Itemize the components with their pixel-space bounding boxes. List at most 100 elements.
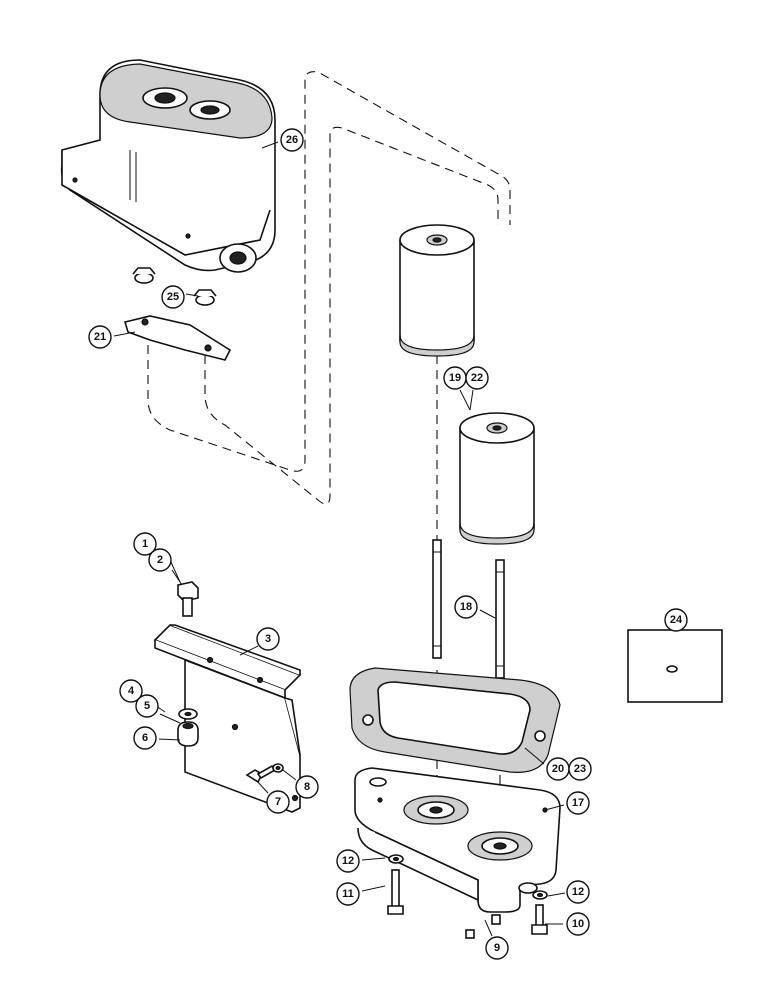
callout-c3: 3 <box>239 627 280 656</box>
callout-circle <box>88 325 112 349</box>
callout-number: 8 <box>304 781 310 793</box>
bracket-screw-icon <box>245 763 284 784</box>
strap-plate-icon <box>123 315 232 361</box>
callout-leader <box>459 389 471 411</box>
callout-c12b: 12 <box>547 880 590 904</box>
filter-base-icon <box>354 767 561 913</box>
callout-c12a: 12 <box>336 849 386 873</box>
callout-leader <box>361 885 386 892</box>
callout-circle <box>148 548 172 572</box>
callout-c10: 10 <box>545 912 590 936</box>
callout-leader <box>361 857 386 861</box>
callout-number: 12 <box>572 886 584 898</box>
callout-number: 23 <box>574 763 586 775</box>
callout-leader <box>544 804 565 811</box>
callout-number: 5 <box>144 700 150 712</box>
callout-leader <box>524 747 545 765</box>
callout-number: 3 <box>265 633 271 645</box>
callout-leader <box>255 779 269 794</box>
callout-number: 7 <box>275 796 281 808</box>
filter-element-lower-icon <box>459 412 535 545</box>
callout-c20: 20 <box>524 747 570 781</box>
callout-circle <box>133 532 157 556</box>
callout-circle <box>133 726 157 750</box>
callout-c9: 9 <box>484 919 509 960</box>
callout-circle <box>566 880 590 904</box>
stud-icon <box>432 539 505 679</box>
callout-leader <box>547 892 566 897</box>
callout-number: 21 <box>94 331 106 343</box>
callout-circle <box>336 849 360 873</box>
callout-number: 20 <box>552 763 564 775</box>
callout-c8: 8 <box>282 769 319 799</box>
kit-box-icon <box>627 629 723 703</box>
callout-leader <box>169 559 181 583</box>
callout-number: 2 <box>157 554 163 566</box>
callout-number: 18 <box>460 601 472 613</box>
callout-circle <box>256 627 280 651</box>
callout-leader <box>159 713 181 724</box>
bracket-bolt-icon <box>177 581 199 747</box>
callout-leader <box>484 919 493 937</box>
callout-c19: 19 <box>443 366 471 411</box>
mounting-bracket-icon <box>153 624 302 813</box>
callout-circle <box>664 608 688 632</box>
callout-leader <box>261 141 279 149</box>
callout-c22: 22 <box>465 366 489 411</box>
callout-number: 4 <box>128 685 135 697</box>
filter-element-icon <box>399 224 475 357</box>
callout-c11: 11 <box>336 882 386 906</box>
callout-leader <box>158 738 181 741</box>
callout-c25: 25 <box>161 285 199 309</box>
callout-number: 24 <box>670 614 683 626</box>
callout-c23: 23 <box>568 757 592 781</box>
callout-leader <box>479 609 496 619</box>
callout-circle <box>161 285 185 309</box>
callout-leader <box>113 331 136 337</box>
gasket-icon <box>349 667 561 773</box>
callout-circle <box>119 679 143 703</box>
callout-circle <box>568 757 592 781</box>
callout-circle <box>295 775 319 799</box>
callout-c7: 7 <box>255 779 290 814</box>
callout-c2: 2 <box>148 548 183 586</box>
filter-head-housing-icon <box>60 59 276 273</box>
callout-c6: 6 <box>133 726 181 750</box>
callout-leader <box>239 645 259 656</box>
callout-circle <box>266 790 290 814</box>
callout-c5: 5 <box>135 694 181 724</box>
callout-c26: 26 <box>261 128 304 152</box>
callout-circle <box>135 694 159 718</box>
callout-c24: 24 <box>664 608 688 632</box>
callout-circle <box>280 128 304 152</box>
callout-number: 9 <box>494 942 500 954</box>
callout-number: 10 <box>572 918 584 930</box>
wing-nut-icon <box>132 267 217 306</box>
callout-circle <box>336 882 360 906</box>
callout-c4: 4 <box>119 679 166 713</box>
callout-c17: 17 <box>544 791 590 815</box>
callout-leader <box>282 769 297 781</box>
callout-leader <box>185 293 199 297</box>
callout-circle <box>566 912 590 936</box>
callout-leader <box>469 389 474 411</box>
callout-circle <box>485 936 509 960</box>
base-fasteners-icon <box>387 854 548 939</box>
callout-number: 25 <box>167 291 179 303</box>
callout-number: 22 <box>471 372 483 384</box>
callout-number: 17 <box>572 797 584 809</box>
callout-leader <box>171 569 183 586</box>
callout-number: 19 <box>449 372 461 384</box>
callout-circle <box>465 366 489 390</box>
callout-number: 12 <box>342 855 354 867</box>
callout-c1: 1 <box>133 532 181 583</box>
callout-number: 11 <box>342 888 354 900</box>
callout-c21: 21 <box>88 325 136 349</box>
callout-number: 6 <box>142 732 148 744</box>
callout-number: 26 <box>286 134 298 146</box>
callout-c18: 18 <box>454 595 496 619</box>
callout-number: 1 <box>142 538 148 550</box>
callout-circle <box>566 791 590 815</box>
